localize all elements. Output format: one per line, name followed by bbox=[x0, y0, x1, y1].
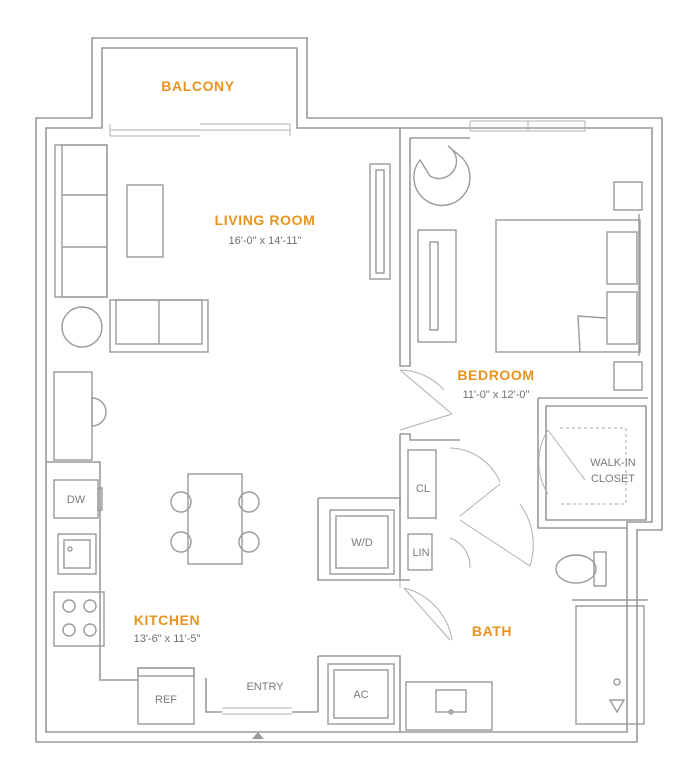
bath-fixtures bbox=[327, 449, 645, 731]
living-furniture bbox=[53, 144, 391, 565]
bedroom-window bbox=[469, 120, 586, 132]
dishwasher-label: DW bbox=[67, 494, 86, 506]
kitchen-fixtures bbox=[53, 479, 195, 725]
washer-dryer-label: W/D bbox=[351, 537, 372, 549]
living-room-label: LIVING ROOM bbox=[215, 212, 316, 228]
balcony-door bbox=[109, 123, 291, 137]
walk-in-label: WALK-IN bbox=[590, 457, 635, 469]
living-room-dimensions: 16'-0" x 14'-11" bbox=[229, 235, 302, 247]
bedroom-dimensions: 11'-0" x 12'-0" bbox=[463, 389, 530, 401]
entry-label: ENTRY bbox=[246, 681, 284, 693]
bedroom-label: BEDROOM bbox=[457, 367, 534, 383]
closet-label: CL bbox=[416, 483, 430, 495]
doors bbox=[222, 369, 586, 715]
closet-label-line2: CLOSET bbox=[591, 473, 635, 485]
entry-arrow-icon bbox=[252, 732, 264, 739]
ac-label: AC bbox=[353, 689, 368, 701]
kitchen-label: KITCHEN bbox=[134, 612, 200, 628]
bedroom-furniture bbox=[413, 145, 643, 391]
refrigerator-label: REF bbox=[155, 694, 177, 706]
balcony-label: BALCONY bbox=[161, 78, 234, 94]
kitchen-dimensions: 13'-6" x 11'-5" bbox=[134, 633, 201, 645]
linen-label: LIN bbox=[412, 547, 429, 559]
exterior-walls bbox=[35, 37, 663, 743]
interior-walls bbox=[46, 128, 648, 732]
bath-label: BATH bbox=[472, 623, 512, 639]
